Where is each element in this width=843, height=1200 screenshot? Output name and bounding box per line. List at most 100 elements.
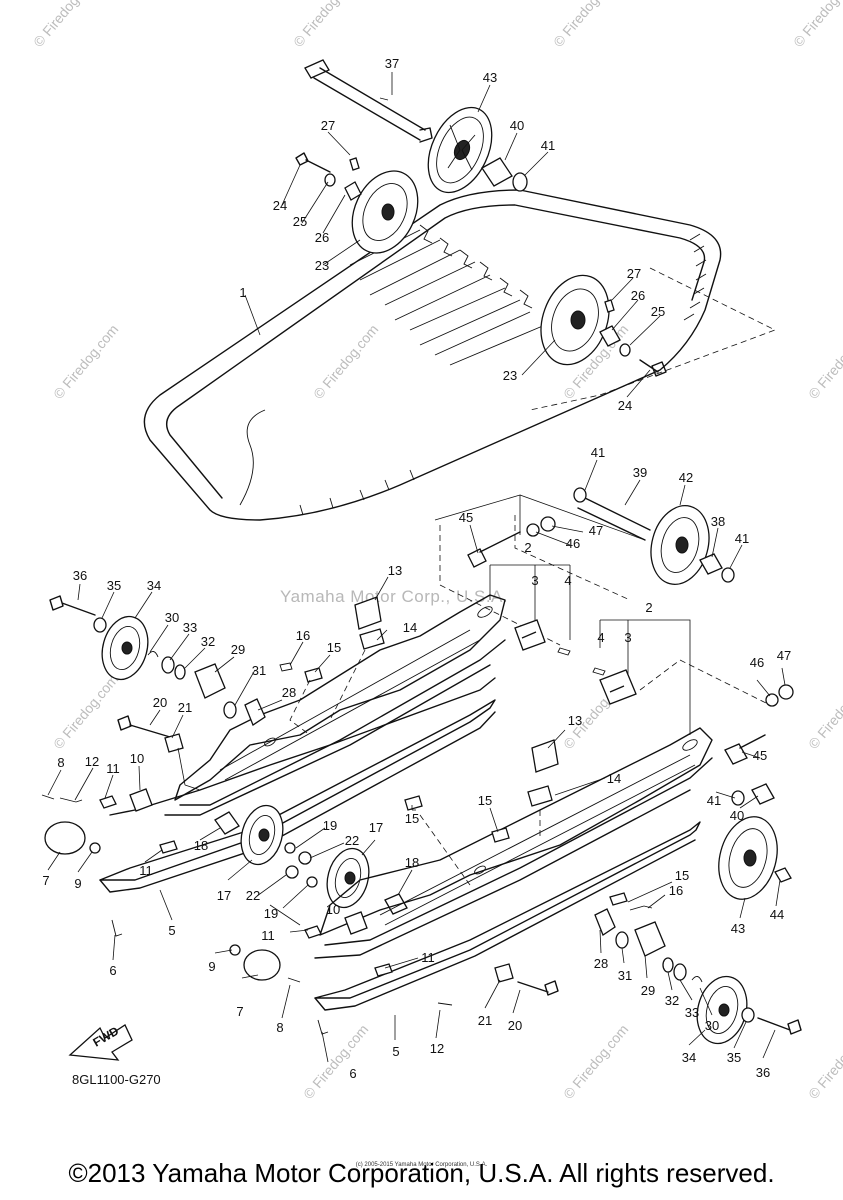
nut-41-top [512,172,528,192]
rivet-16-top [279,662,293,672]
bolt-36-right [757,1017,802,1035]
washer-19-lower [306,876,318,888]
callout: 29 [641,983,655,998]
callout: 3 [624,630,631,645]
callout: 25 [293,214,307,229]
collar-28-right [594,908,616,936]
washer-46-lower [765,693,779,707]
wheel-23-top [351,170,419,254]
callout: 47 [777,648,791,663]
callout: 41 [735,531,749,546]
tiny-copyright-note: (c) 2005-2015 Yamaha Motor Corporation, … [355,1162,488,1168]
watermark-tile: © Firedog.com [290,0,361,50]
slide-5-left [99,699,496,881]
spacer-40-top [481,157,513,187]
callout: 16 [296,628,310,643]
callout: 4 [564,573,571,588]
callout: 41 [591,445,605,460]
callout: 33 [183,620,197,635]
bolt-45-lower [724,743,748,765]
stopper-10-left [129,788,153,812]
callout: 2 [645,600,652,615]
callout: 11 [421,950,435,965]
callout: 44 [770,907,784,922]
callout: 43 [483,70,497,85]
watermark-tile: © Firedog.com [550,0,621,50]
stopper-10-right [344,911,368,935]
collar-28-left [244,698,266,726]
nut-41-upper [721,567,735,583]
nut-44 [774,867,792,883]
screw-6-left [111,919,123,937]
shaft-39 [573,487,651,541]
wheel-17-right [326,847,370,909]
callout: 10 [130,751,144,766]
callout: 40 [510,118,524,133]
plate-21-left [164,733,184,753]
callout: 18 [194,838,208,853]
callout: 21 [178,700,192,715]
callout: 22 [246,888,260,903]
oring-31-right [615,931,629,949]
callout: 1 [239,285,246,300]
diagram-code: 8GL1100-G270 [72,1072,161,1087]
slide-rail-left [164,594,506,816]
washer-25-right [619,343,631,357]
watermark-tile: © Firedog.com [30,0,101,50]
callout: 21 [478,1013,492,1028]
callout: 12 [430,1041,444,1056]
washer-32-right [662,957,674,973]
callout: 27 [321,118,335,133]
watermark-tile: © Firedog.com [50,671,121,752]
callout: 46 [566,536,580,551]
callout: 26 [315,230,329,245]
plate-21-right [494,963,514,983]
callout: 13 [568,713,582,728]
screw-6-right [317,1019,329,1035]
callout: 11 [106,761,120,776]
watermark-tile: © Firedog.com [50,321,121,402]
watermark-tile: © Firedog.com [805,321,843,402]
bolt-36-left [49,595,96,616]
callout: 13 [388,563,402,578]
wheel-43-top [427,106,493,194]
spacer-38 [699,553,723,575]
callout: 5 [168,923,175,938]
callout: 27 [627,266,641,281]
leader-lines [47,72,786,1063]
callout: 33 [685,1005,699,1020]
callout: 31 [618,968,632,983]
wheel-43-lower [718,816,778,900]
callout: 30 [165,610,179,625]
callout: 47 [589,523,603,538]
callout: 28 [282,685,296,700]
callout: 14 [403,620,417,635]
callout: 4 [597,630,604,645]
callout: 9 [74,876,81,891]
oring-31-left [223,701,237,719]
clip-14-bottom [527,785,553,807]
callout: 17 [369,820,383,835]
callout: 36 [73,568,87,583]
callout: 38 [711,514,725,529]
screw-27-right [604,299,615,313]
callouts: 37 43 40 41 27 24 25 26 23 1 27 26 25 23… [42,56,791,1081]
callout: 46 [750,655,764,670]
wheel-7-left [44,821,86,855]
callout: 19 [323,818,337,833]
callout: 35 [727,1050,741,1065]
callout: 15 [327,640,341,655]
callout: 23 [315,258,329,273]
block-29-left [194,663,226,699]
washer-46-upper [526,523,540,537]
rear-axle-37 [304,59,433,143]
callout: 36 [756,1065,770,1080]
clip-15-top [304,667,323,683]
bolt-24-right [639,359,667,377]
block-29-right [634,921,666,957]
track-belt [143,189,722,521]
clip-11-left-bot [159,840,178,854]
callout: 2 [524,540,531,555]
collar-26-right [599,325,621,347]
